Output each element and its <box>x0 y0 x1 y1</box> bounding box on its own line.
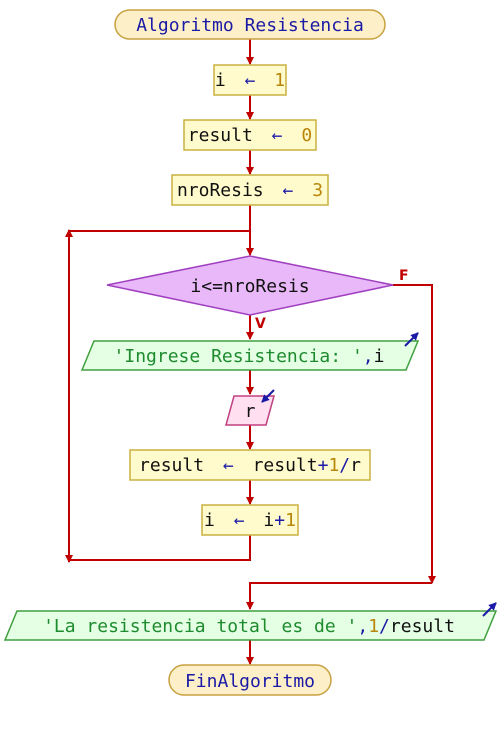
calc-number: 1 <box>328 455 339 476</box>
input-arrow-icon <box>261 389 275 403</box>
svg-text:i ← 1: i ← 1 <box>215 70 285 91</box>
final-output-box: 'La resistencia total es de ',1/result <box>3 602 498 641</box>
svg-text:i ← i+1: i ← i+1 <box>204 510 296 531</box>
loop-condition-decision: i<=nroResis F V <box>106 255 409 332</box>
calc-plus: + <box>318 455 329 476</box>
inc-var: i <box>204 510 215 531</box>
inc-number: 1 <box>285 510 296 531</box>
calc-operand-b: r <box>350 455 361 476</box>
svg-text:nroResis ← 3: nroResis ← 3 <box>177 180 323 201</box>
prompt-variable: i <box>374 346 385 367</box>
false-flag: F <box>399 268 409 284</box>
assign-arrow: ← <box>245 70 256 91</box>
assign-result-var: result <box>188 125 253 146</box>
true-flag: V <box>255 316 266 332</box>
output-arrow-icon <box>482 602 497 617</box>
assign-result-box: result ← 0 <box>183 119 317 151</box>
svg-text:'Ingrese Resistencia: ',i: 'Ingrese Resistencia: ',i <box>114 346 385 367</box>
assign-nro-var: nroResis <box>177 180 264 201</box>
assign-i-value: 1 <box>274 70 285 91</box>
end-terminal: FinAlgoritmo <box>168 664 332 696</box>
svg-text:result ← 0: result ← 0 <box>188 125 312 146</box>
prompt-string: 'Ingrese Resistencia: ' <box>114 346 363 367</box>
start-terminal: Algoritmo Resistencia <box>114 9 386 40</box>
end-label: FinAlgoritmo <box>185 671 315 692</box>
output-number: 1 <box>368 616 379 637</box>
calc-result-box: result ← result+1/r <box>129 449 371 481</box>
assign-arrow: ← <box>283 180 294 201</box>
connector-merge <box>246 582 432 610</box>
assign-i-var: i <box>215 70 226 91</box>
output-variable: result <box>390 616 455 637</box>
svg-text:result ← result+1/: result ← result+1/r <box>139 455 361 476</box>
increment-i-box: i ← i+1 <box>201 504 299 536</box>
prompt-separator: , <box>363 346 374 367</box>
calc-var: result <box>139 455 204 476</box>
start-label: Algoritmo Resistencia <box>136 15 364 36</box>
output-arrow-icon <box>404 332 419 347</box>
assign-arrow: ← <box>223 455 234 476</box>
assign-nro-box: nroResis ← 3 <box>171 174 329 206</box>
calc-divide: / <box>339 455 350 476</box>
inc-operand: i <box>263 510 274 531</box>
svg-text:'La resistencia total es de ',: 'La resistencia total es de ',1/result <box>43 616 455 637</box>
connector-false-branch <box>393 284 436 584</box>
assign-nro-value: 3 <box>312 180 323 201</box>
output-separator: , <box>357 616 368 637</box>
assign-i-box: i ← 1 <box>213 64 287 96</box>
prompt-output-box: 'Ingrese Resistencia: ',i <box>80 332 420 371</box>
assign-arrow: ← <box>272 125 283 146</box>
read-input-box: r <box>225 389 275 426</box>
inc-plus: + <box>274 510 285 531</box>
calc-operand-a: result <box>253 455 318 476</box>
assign-arrow: ← <box>234 510 245 531</box>
output-string: 'La resistencia total es de ' <box>43 616 357 637</box>
condition-label: i<=nroResis <box>190 276 309 297</box>
output-divide: / <box>379 616 390 637</box>
read-variable: r <box>245 401 256 422</box>
flow-connectors <box>65 39 436 665</box>
assign-result-value: 0 <box>301 125 312 146</box>
